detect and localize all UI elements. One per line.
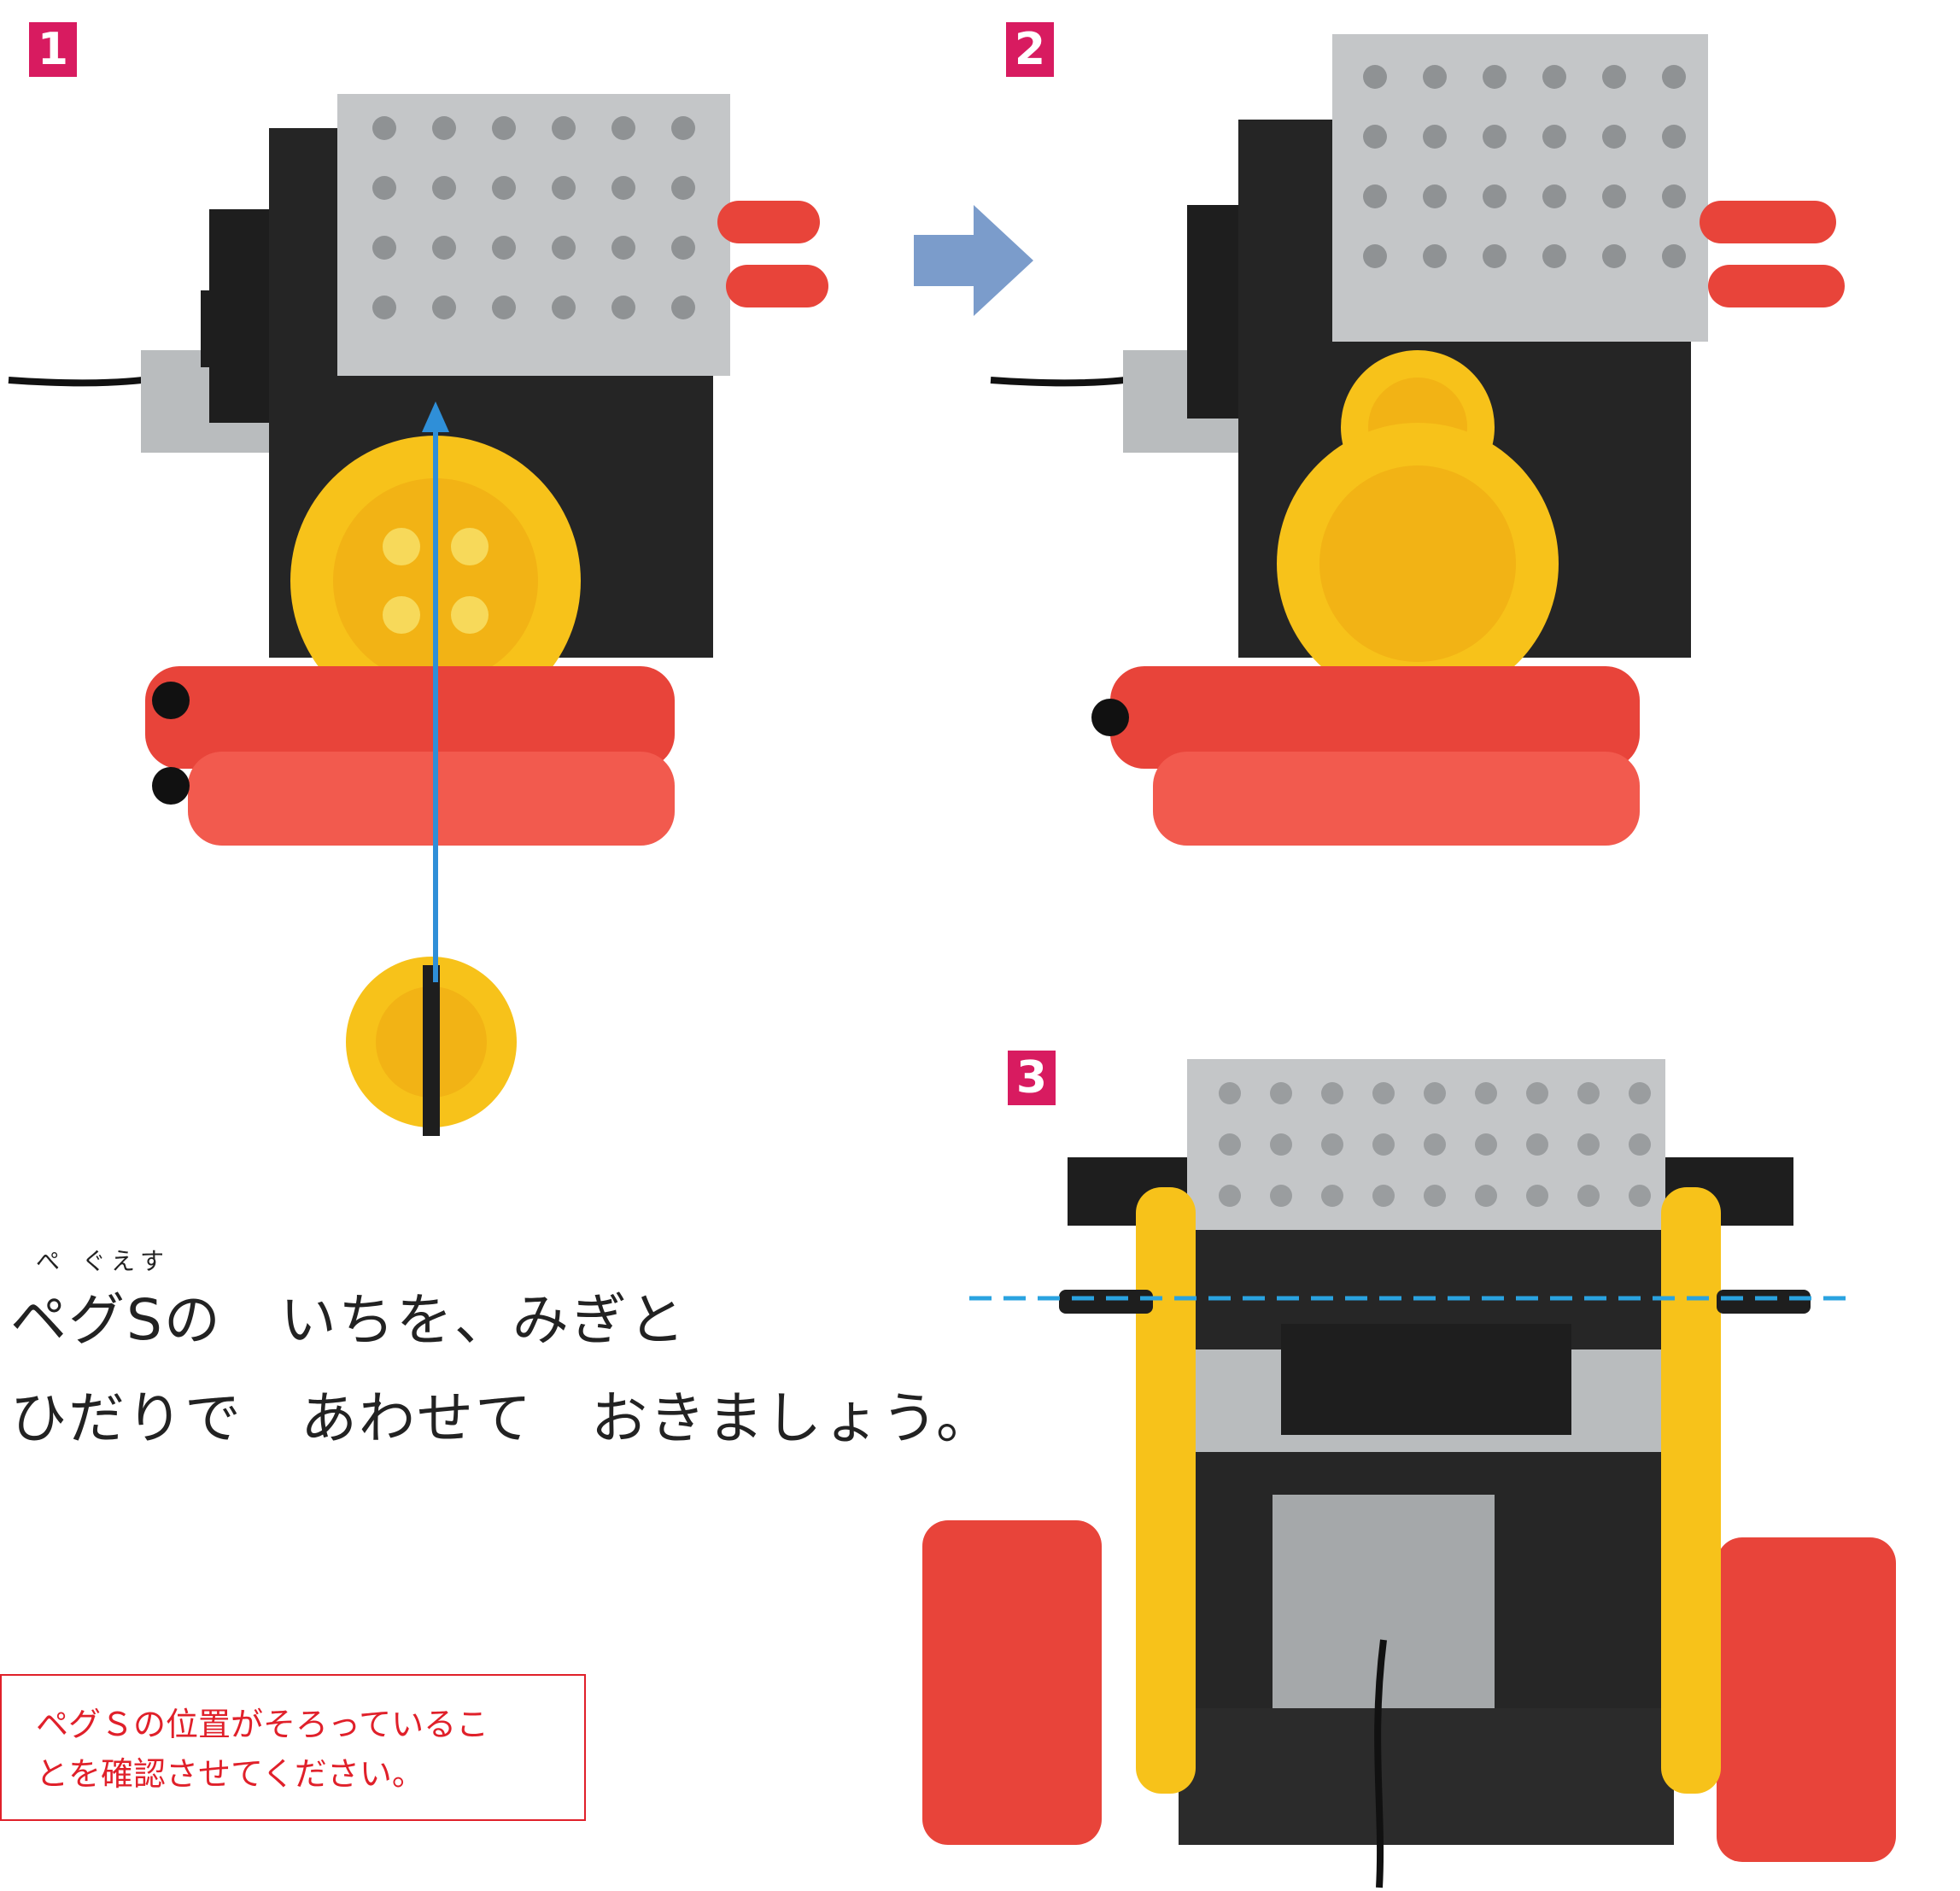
right-arrow-icon (914, 205, 1033, 316)
alignment-dashed-line (969, 1296, 1853, 1301)
note-line-1: ペグＳの位置がそろっているこ (36, 1706, 489, 1743)
ruby-pe: ぺ (36, 1247, 66, 1275)
note-line-2: とを確認させてください。 (36, 1755, 424, 1793)
ruby-guesu: ぐえす (82, 1247, 170, 1275)
step-1-photo (8, 94, 828, 1136)
step-3-photo (922, 1059, 1896, 1888)
instruction-line-1: ペグSの いちを、みぎと (10, 1287, 687, 1353)
step-1-badge: 1 (29, 22, 77, 77)
step-2-badge: 2 (1006, 22, 1054, 77)
step-2-photo (990, 34, 1845, 846)
instruction-line-2: ひだりで あわせて おきましょう。 (10, 1385, 995, 1451)
guide-arrow (422, 401, 449, 982)
note-box: ペグＳの位置がそろっているこ とを確認させてください。 (0, 1674, 586, 1821)
step-3-badge: 3 (1008, 1051, 1056, 1105)
